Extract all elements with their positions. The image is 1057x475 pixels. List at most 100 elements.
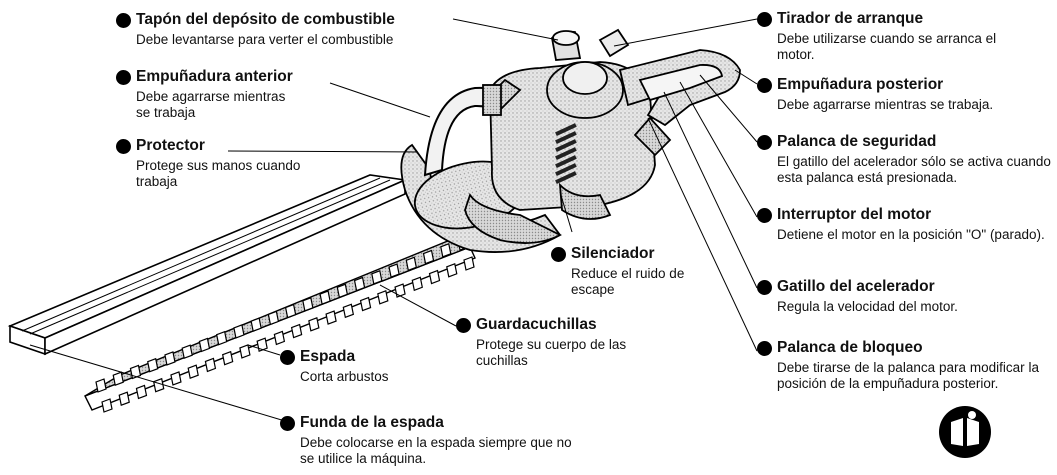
- callout-desc: Detiene el motor en la posición "O" (par…: [777, 227, 1045, 242]
- callout-protector: Protector Protege sus manos cuando traba…: [116, 137, 336, 190]
- blade-tooth: [101, 398, 113, 413]
- blade-tooth: [371, 270, 383, 285]
- blade-tooth: [405, 256, 417, 272]
- blade-tooth: [388, 263, 400, 278]
- blade-tooth: [267, 310, 280, 326]
- blade-tooth: [359, 296, 372, 312]
- callout-title: Gatillo del acelerador: [777, 278, 935, 295]
- callout-desc: Debe tirarse de la palanca para modifica…: [777, 360, 1039, 391]
- bullet-icon: [116, 12, 131, 28]
- bullet-icon: [757, 11, 772, 27]
- callout-front-handle: Empuñadura anterior Debe agarrarse mient…: [116, 68, 296, 121]
- rear-handle: [618, 49, 741, 157]
- callout-starter-grip: Tirador de arranque Debe utilizarse cuan…: [757, 10, 1027, 63]
- blade-tooth: [377, 290, 389, 305]
- callout-title: Espada: [300, 348, 356, 365]
- blade-tooth: [153, 377, 165, 393]
- callout-title: Funda de la espada: [300, 414, 444, 431]
- bullet-icon: [280, 349, 295, 365]
- bullet-icon: [757, 279, 772, 295]
- blade-tooth: [147, 357, 159, 373]
- callout-title: Guardacuchillas: [476, 316, 597, 333]
- callout-desc: Debe colocarse en la espada siempre que …: [300, 435, 572, 466]
- callout-title: Tapón del depósito de combustible: [136, 11, 395, 28]
- blade-tooth: [204, 357, 217, 373]
- callout-desc: Debe agarrarse mientras se trabaja: [136, 89, 286, 120]
- callout-title: Protector: [136, 137, 205, 154]
- callout-desc: Debe agarrarse mientras se trabaja.: [777, 97, 994, 112]
- blade-tooth: [463, 256, 475, 271]
- blade-tooth: [170, 371, 182, 386]
- blade-tooth: [112, 371, 124, 387]
- engine-body: [464, 28, 656, 244]
- callout-desc: Protege sus manos cuando trabaja: [136, 158, 301, 189]
- blade-tooth: [302, 297, 314, 312]
- bullet-icon: [551, 246, 566, 262]
- blade-tooth: [353, 276, 366, 292]
- callout-throttle-trigger: Gatillo del acelerador Regula la velocid…: [757, 278, 1057, 315]
- callout-title: Empuñadura anterior: [136, 68, 293, 85]
- callout-scabbard: Funda de la espada Debe colocarse en la …: [280, 414, 585, 467]
- callout-fuel-cap: Tapón del depósito de combustible Debe l…: [116, 11, 436, 48]
- callout-safety-lever: Palanca de seguridad El gatillo del acel…: [757, 133, 1057, 186]
- bullet-icon: [757, 77, 772, 93]
- callout-title: Silenciador: [571, 245, 655, 262]
- bullet-icon: [116, 69, 131, 85]
- bullet-icon: [757, 207, 772, 223]
- callout-desc: Debe levantarse para verter el combustib…: [136, 32, 394, 47]
- callout-blade: Espada Corta arbustos: [280, 348, 440, 385]
- blade-tooth: [422, 249, 435, 265]
- blade-tooth: [273, 330, 286, 346]
- callout-engine-switch: Interruptor del motor Detiene el motor e…: [757, 206, 1057, 243]
- blade-tooth: [233, 324, 245, 339]
- scabbard: [7, 174, 408, 356]
- blade-tooth: [319, 290, 331, 305]
- blade-tooth: [325, 310, 337, 325]
- blade-tooth: [394, 283, 406, 298]
- blade-tooth: [95, 378, 107, 393]
- callout-muffler: Silenciador Reduce el ruido de escape: [551, 245, 711, 298]
- callout-desc: Debe utilizarse cuando se arranca el mot…: [777, 31, 997, 62]
- callout-desc: Regula la velocidad del motor.: [777, 299, 958, 314]
- blade-tooth: [198, 337, 211, 353]
- bullet-icon: [280, 415, 295, 431]
- blade-tooth: [250, 317, 262, 332]
- bullet-icon: [116, 138, 131, 154]
- blade: [84, 235, 476, 413]
- blade-tooth: [215, 330, 228, 346]
- blade-tooth: [181, 344, 193, 359]
- blade-tooth: [284, 303, 297, 319]
- callout-lock-lever: Palanca de bloqueo Debe tirarse de la pa…: [757, 339, 1039, 392]
- callout-desc: Protege su cuerpo de las cuchillas: [476, 337, 627, 368]
- read-manual-icon: [939, 406, 991, 458]
- callout-title: Interruptor del motor: [777, 206, 932, 223]
- callout-desc: Corta arbustos: [300, 369, 389, 384]
- blade-tooth: [446, 262, 458, 278]
- leader-lines: [29, 18, 758, 422]
- blade-tooth: [308, 317, 320, 332]
- blade-tooth: [135, 384, 148, 400]
- blade-tooth: [342, 303, 355, 319]
- callout-blade-guard: Guardacuchillas Protege su cuerpo de las…: [456, 316, 651, 369]
- blade-tooth: [118, 391, 130, 407]
- blade-tooth: [164, 351, 176, 366]
- blade-tooth: [428, 269, 441, 285]
- callout-title: Tirador de arranque: [777, 10, 924, 27]
- blade-tooth: [411, 276, 423, 292]
- blade-tooth: [239, 344, 251, 359]
- callout-desc: Reduce el ruido de escape: [571, 266, 685, 297]
- blade-tooth: [221, 350, 234, 366]
- callout-title: Empuñadura posterior: [777, 76, 944, 93]
- bullet-icon: [757, 340, 772, 356]
- callout-title: Palanca de seguridad: [777, 133, 937, 150]
- blade-tooth: [290, 323, 303, 339]
- callout-title: Palanca de bloqueo: [777, 339, 923, 356]
- blade-tooth: [187, 364, 199, 379]
- callout-desc: El gatillo del acelerador sólo se activa…: [777, 154, 1051, 185]
- blade-tooth: [336, 283, 349, 299]
- callout-rear-handle: Empuñadura posterior Debe agarrarse mien…: [757, 76, 1057, 113]
- blade-tooth: [440, 242, 452, 258]
- bullet-icon: [757, 134, 772, 150]
